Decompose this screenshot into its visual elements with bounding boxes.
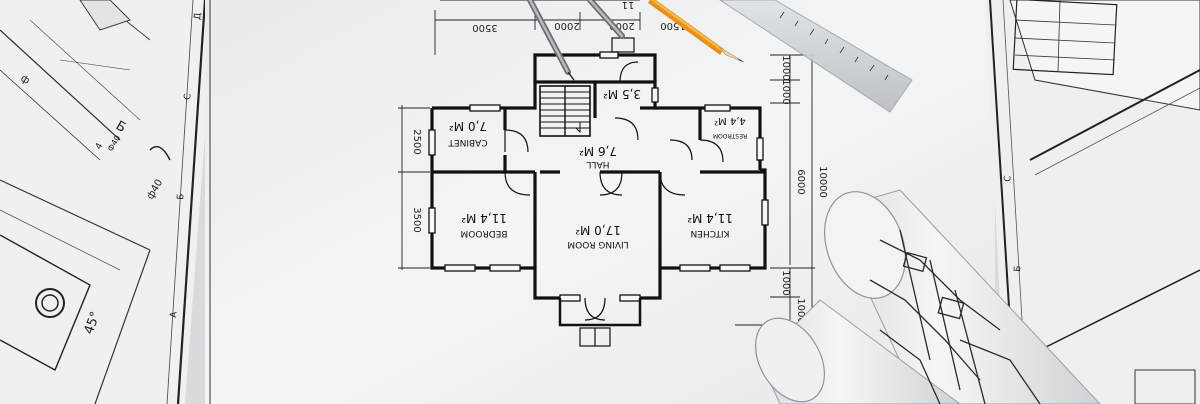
dim-top-2000-a: 2000 xyxy=(554,20,579,31)
stairs xyxy=(539,85,591,137)
dim-right-1000-a: 1000 xyxy=(780,55,791,80)
stair-area-label: 3,5 M² xyxy=(603,87,641,101)
frame-letter-d: Д xyxy=(193,12,204,20)
kitchen-area-label: 11,4 M² xyxy=(687,211,733,225)
restroom-name-label: RESTROOM xyxy=(713,132,747,139)
pencil xyxy=(647,0,745,63)
cabinet-area-label: 7,0 M² xyxy=(449,119,487,133)
right-drawing-sheets: С Б xyxy=(985,0,1200,404)
left-drawing-sheet: Б 4 ф40 Ф40 ф 45° А Б С Д xyxy=(0,0,215,404)
room-labels: 3,5 M² 7,0 M² CABINET 7,6 M² HALL 4,4 M²… xyxy=(448,87,747,249)
bedroom-area-label: 11,4 M² xyxy=(461,211,507,225)
cabinet-name-label: CABINET xyxy=(448,137,488,147)
frame-letter-right-c: С xyxy=(1003,175,1014,182)
floor-plan-walls xyxy=(430,53,767,300)
living-area-label: 17,0 M² xyxy=(575,223,621,237)
floor-plan-windows xyxy=(428,51,769,302)
kitchen-name-label: KITCHEN xyxy=(691,228,730,238)
drafting-compass xyxy=(527,0,625,81)
dim-right-1000-b: 1000 xyxy=(780,79,791,104)
living-name-label: LIVING ROOM xyxy=(567,239,628,249)
rolled-blueprints xyxy=(755,189,1101,404)
hall-area-label: 7,6 M² xyxy=(579,144,617,158)
frame-letter-b: Б xyxy=(176,193,187,200)
dim-right-1000-d: 1000 xyxy=(795,298,806,323)
hall-name-label: HALL xyxy=(587,159,610,169)
ruler xyxy=(719,0,913,113)
left-sheet-angle: 45° xyxy=(82,310,104,337)
dim-right-6000: 6000 xyxy=(795,169,806,194)
bedroom-name-label: BEDROOM xyxy=(461,228,508,238)
dim-top-11: 11 xyxy=(622,0,635,10)
dim-top-1500: 1500 xyxy=(660,20,685,31)
dim-top-3500: 3500 xyxy=(472,22,497,33)
left-sheet-dim-4: 4 xyxy=(94,141,106,151)
frame-letter-c: С xyxy=(183,93,194,100)
dim-right-10000: 10000 xyxy=(817,166,828,198)
dim-right-1000-c: 1000 xyxy=(780,270,791,295)
restroom-area-label: 4,4 M² xyxy=(714,115,746,126)
frame-letter-right-b: Б xyxy=(1013,265,1024,272)
dim-top-2000-b: 2000 xyxy=(609,20,634,31)
dim-left-2500: 2500 xyxy=(411,129,422,154)
frame-letter-a: А xyxy=(169,310,180,318)
dim-left-3500: 3500 xyxy=(411,207,422,232)
